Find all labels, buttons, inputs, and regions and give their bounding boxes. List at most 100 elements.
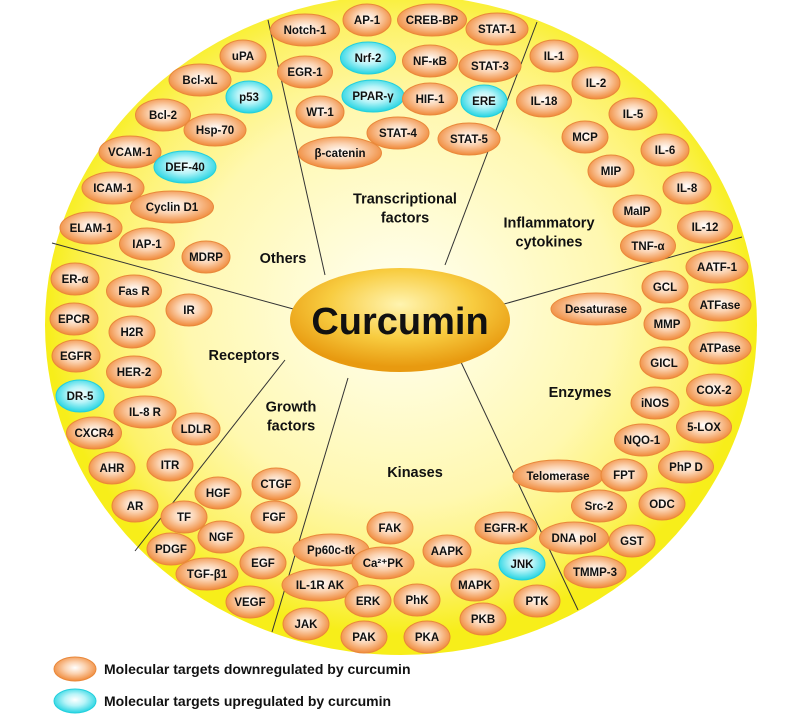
target-label: COX-2 [696, 385, 731, 397]
target-label: FGF [263, 512, 286, 524]
target-label: NGF [209, 532, 233, 544]
downregulated-ellipse [643, 307, 691, 341]
downregulated-ellipse [194, 476, 242, 510]
target-node-upa: uPA [219, 39, 267, 73]
target-label: AAPK [431, 546, 464, 558]
downregulated-ellipse [146, 532, 196, 566]
downregulated-ellipse [183, 113, 247, 147]
target-label: TNF-α [631, 241, 664, 253]
downregulated-ellipse [168, 63, 232, 97]
downregulated-ellipse [561, 120, 609, 154]
upregulated-ellipse [153, 150, 217, 184]
downregulated-ellipse [59, 211, 123, 245]
target-node-mdrp: MDRP [181, 240, 231, 274]
target-node-tmmp-3: TMMP-3 [563, 555, 627, 589]
downregulated-ellipse [516, 84, 572, 118]
target-label: PhP D [669, 462, 703, 474]
target-node-bcl-2: Bcl-2 [135, 98, 191, 132]
legend-upregulated-swatch [53, 688, 97, 714]
downregulated-ellipse [459, 602, 507, 636]
target-node-pdgf: PDGF [146, 532, 196, 566]
target-label: Telomerase [526, 471, 589, 483]
downregulated-ellipse [630, 386, 680, 420]
target-label: EPCR [58, 314, 91, 326]
downregulated-ellipse [366, 116, 430, 150]
downregulated-ellipse [450, 568, 500, 602]
target-label: MDRP [189, 252, 223, 264]
downregulated-ellipse [239, 546, 287, 580]
target-label: FAK [379, 523, 403, 535]
target-node-fak: FAK [366, 511, 414, 545]
target-label: β-catenin [314, 148, 365, 160]
target-node-il-1r-ak: IL-1R AK [281, 568, 359, 602]
downregulated-ellipse [529, 39, 579, 73]
target-label: CXCR4 [75, 428, 115, 440]
target-node-tgf-1: TGF-β1 [175, 557, 239, 591]
sector-label-inflammatory-cytokines: cytokines [516, 235, 583, 251]
target-node-il-1: IL-1 [529, 39, 579, 73]
target-node-nf-b: NF-κB [402, 44, 458, 78]
target-node-itr: ITR [146, 448, 194, 482]
target-label: AR [127, 501, 144, 513]
target-node-cyclin-d1: Cyclin D1 [130, 190, 214, 224]
downregulated-ellipse [612, 194, 662, 228]
sector-divider-line [489, 236, 743, 309]
downregulated-ellipse [608, 97, 658, 131]
downregulated-ellipse [130, 190, 214, 224]
target-node-epcr: EPCR [49, 302, 99, 336]
sector-label-receptors: Receptors [209, 348, 280, 364]
target-node-fgf: FGF [250, 500, 298, 534]
upregulated-ellipse [460, 84, 508, 118]
downregulated-ellipse [550, 292, 642, 326]
target-label: CREB-BP [406, 15, 459, 27]
target-node-pka: PKA [403, 620, 451, 654]
target-label: GCL [653, 282, 677, 294]
target-label: MMP [654, 319, 681, 331]
target-node-jnk: JNK [498, 547, 546, 581]
target-label: ELAM-1 [70, 223, 113, 235]
downregulated-ellipse [106, 274, 162, 308]
target-label: MaIP [624, 206, 651, 218]
downregulated-ellipse [225, 585, 275, 619]
downregulated-ellipse [639, 346, 689, 380]
target-label: GICL [650, 358, 677, 370]
target-label: VEGF [234, 597, 265, 609]
target-label: ATPase [699, 343, 740, 355]
target-node-egfr: EGFR [51, 339, 101, 373]
target-node-il-5: IL-5 [608, 97, 658, 131]
center-curcumin-ellipse [290, 268, 510, 372]
downregulated-ellipse [571, 489, 627, 523]
target-label: uPA [232, 51, 254, 63]
downregulated-ellipse [282, 607, 330, 641]
target-label: MCP [572, 132, 598, 144]
upregulated-ellipse [55, 379, 105, 413]
downregulated-ellipse [676, 410, 732, 444]
target-node-egf: EGF [239, 546, 287, 580]
downregulated-ellipse [270, 13, 340, 47]
target-label: 5-LOX [687, 422, 721, 434]
downregulated-ellipse [135, 98, 191, 132]
sector-label-inflammatory-cytokines: Inflammatory [503, 216, 594, 232]
target-label: JAK [294, 619, 318, 631]
downregulated-ellipse [277, 55, 333, 89]
target-node-stat-1: STAT-1 [465, 12, 529, 46]
target-node-ctgf: CTGF [251, 467, 301, 501]
target-node-def-40: DEF-40 [153, 150, 217, 184]
target-label: ATFase [700, 300, 741, 312]
legend-downregulated-swatch [53, 656, 97, 682]
target-label: ODC [649, 499, 675, 511]
target-label: Cyclin D1 [146, 202, 199, 214]
downregulated-ellipse [638, 487, 686, 521]
target-node-mmp: MMP [643, 307, 691, 341]
downregulated-ellipse [422, 534, 472, 568]
target-label: STAT-1 [478, 24, 517, 36]
target-label: HGF [206, 488, 230, 500]
target-node-mapk: MAPK [450, 568, 500, 602]
legend-text: Molecular targets downregulated by curcu… [104, 661, 411, 677]
target-label: Desaturase [565, 304, 627, 316]
target-node-ca-pk: Ca²⁺PK [351, 546, 415, 580]
target-node-ldlr: LDLR [171, 412, 221, 446]
downregulated-ellipse [685, 250, 749, 284]
